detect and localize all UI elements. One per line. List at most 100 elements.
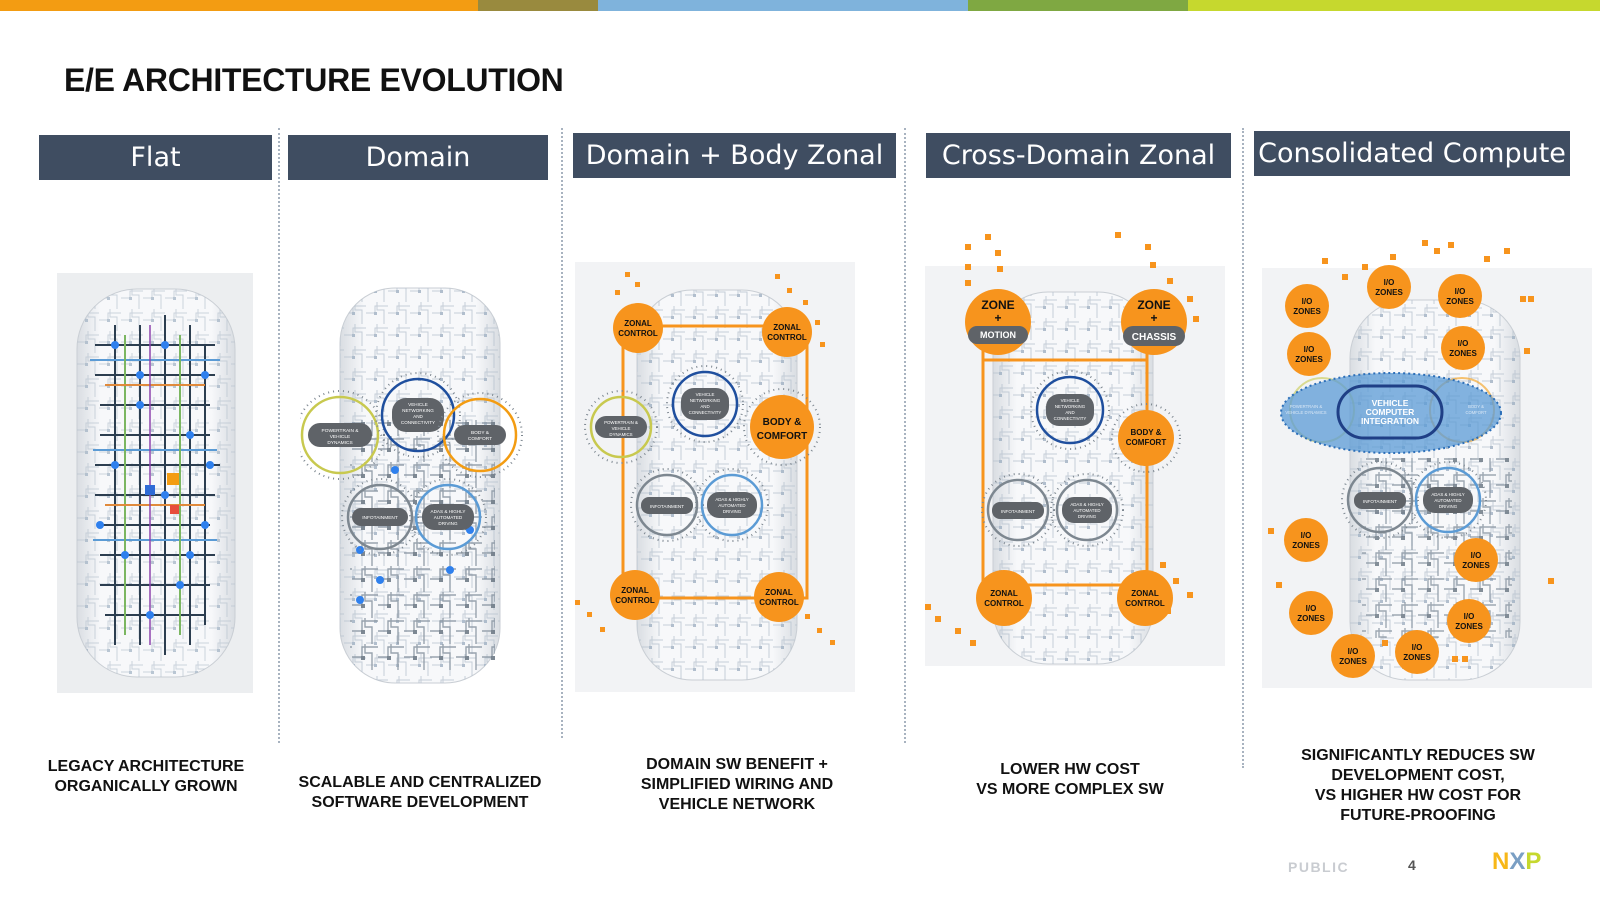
domain-networking-label: VEHICLE: [408, 402, 428, 407]
dbz-powertrain-dots: [584, 390, 658, 464]
domain-adas-pill: [422, 504, 474, 530]
domain-networking-ring: [380, 377, 456, 453]
cc-io-zone: [1441, 326, 1485, 370]
dbz-adas-label: DRIVING: [723, 509, 742, 514]
cc-io-zone: [1447, 599, 1491, 643]
column-separator: [904, 128, 906, 743]
cc-io-zone: [1289, 591, 1333, 635]
color-bar-lime: [1188, 0, 1600, 11]
svg-text:I/O: I/O: [1384, 278, 1395, 287]
caption-line: LOWER HW COST: [1000, 761, 1140, 778]
dbz-powertrain-label: DYNAMICS: [609, 432, 632, 437]
cdz-zonal-control-bl: [976, 570, 1032, 626]
cc-io-zone: [1285, 284, 1329, 328]
color-bar-green: [968, 0, 1188, 11]
cdz-zonal-label: CONTROL: [1125, 599, 1165, 608]
domain-infotainment-label: INFOTAINMENT: [362, 515, 398, 521]
slide-title: E/E ARCHITECTURE EVOLUTION: [64, 62, 564, 98]
domain-infotainment-ring: [346, 483, 414, 551]
cc-io-zone: [1438, 274, 1482, 318]
svg-text:ZONES: ZONES: [1295, 355, 1323, 364]
cc-io-zone: [1331, 634, 1375, 678]
svg-text:I/O: I/O: [1412, 643, 1423, 652]
dbz-body-dots: [743, 388, 821, 466]
column-header-flat: Flat: [39, 135, 272, 180]
cc-io-squares: [1268, 240, 1554, 662]
svg-text:ZONES: ZONES: [1339, 657, 1367, 666]
flat-ecu-blue: [145, 485, 155, 495]
cdz-chassis-pill: [1123, 326, 1185, 346]
cc-io-zone: [1284, 518, 1328, 562]
cdz-car-circuit: [993, 292, 1153, 664]
dbz-body-label: COMFORT: [757, 431, 808, 442]
caption-line: LEGACY ARCHITECTURE: [47, 758, 245, 775]
cdz-zone-label: ZONE: [981, 298, 1014, 312]
nxp-logo: NXP: [1492, 848, 1541, 874]
nxp-logo-text: NXP: [1492, 848, 1541, 874]
dbz-adas-ring: [700, 473, 764, 537]
domain-ecu-nodes: [356, 466, 474, 604]
dbz-zonal-control-bl: [610, 570, 660, 620]
column-header-domain: Domain: [288, 135, 548, 180]
column-header-consolidated-compute: Consolidated Compute: [1254, 131, 1570, 176]
cc-infotainment-pill: [1354, 492, 1406, 509]
column-separator: [278, 128, 280, 743]
svg-text:ZONES: ZONES: [1462, 561, 1490, 570]
cdz-zonal-label: ZONAL: [1131, 589, 1159, 598]
caption-line: FUTURE-PROOFING: [1340, 807, 1496, 824]
domain-body-label: BODY &: [471, 430, 490, 436]
domain-networking-pill: [392, 398, 444, 432]
dbz-powertrain-pill: [595, 416, 647, 438]
domain-dense-wiring: [350, 420, 495, 670]
dbz-zonal-label: ZONAL: [773, 323, 801, 332]
svg-text:ZONES: ZONES: [1449, 349, 1477, 358]
domain-caption: SCALABLE AND CENTRALIZED SOFTWARE DEVELO…: [290, 773, 550, 813]
cdz-zonal-label: CONTROL: [984, 599, 1024, 608]
cc-adas-label: ADAS & HIGHLY: [1431, 492, 1464, 497]
caption-line: SIMPLIFIED WIRING AND: [640, 776, 834, 793]
cdz-infotainment-dots: [981, 473, 1055, 547]
cc-body-label: COMFORT: [1465, 410, 1487, 415]
cc-io-zone: [1395, 630, 1439, 674]
caption-line: SIGNIFICANTLY REDUCES SW: [1301, 747, 1535, 764]
cc-vci-label: INTEGRATION: [1361, 416, 1419, 426]
svg-text:I/O: I/O: [1301, 531, 1312, 540]
flat-car-circuit: [77, 289, 235, 677]
dbz-body-label: BODY &: [763, 417, 802, 428]
domain-networking-label: CONNECTIVITY: [401, 420, 435, 425]
cdz-infotainment-label: INFOTAINMENT: [1001, 509, 1035, 514]
domain-adas-ring: [414, 483, 482, 551]
dbz-adas-label: AUTOMATED: [718, 503, 745, 508]
svg-text:ZONES: ZONES: [1446, 297, 1474, 306]
cc-io-zone: [1287, 332, 1331, 376]
caption-line: SOFTWARE DEVELOPMENT: [311, 794, 529, 811]
domain-body-zonal-car-diagram: POWERTRAIN & VEHICLE DYNAMICS VEHICLE NE…: [575, 262, 855, 692]
caption-line: DOMAIN SW BENEFIT +: [646, 756, 828, 773]
column-header-cross-domain-zonal: Cross-Domain Zonal: [926, 133, 1231, 178]
cc-io-zones: I/O ZONES I/O ZONES I/O ZONES I/O ZONES …: [1284, 265, 1498, 678]
dbz-adas-dots: [695, 468, 769, 542]
domain-infotainment-dots: [341, 478, 419, 556]
caption-line: VEHICLE NETWORK: [658, 796, 816, 813]
domain-adas-label: DRIVING: [438, 521, 458, 526]
svg-text:ZONES: ZONES: [1297, 614, 1325, 623]
dbz-networking-dots: [666, 365, 744, 443]
cc-adas-dots: [1409, 461, 1487, 539]
cross-domain-zonal-car-diagram: VEHICLE NETWORKING AND CONNECTIVITY BODY…: [925, 232, 1225, 666]
caption-line: SCALABLE AND CENTRALIZED: [298, 774, 542, 791]
dbz-io-squares: [575, 272, 835, 645]
cc-vci-ring: [1336, 384, 1444, 440]
svg-text:ZONES: ZONES: [1293, 307, 1321, 316]
cdz-zone-label: ZONE: [1137, 298, 1170, 312]
cdz-chassis-label: CHASSIS: [1132, 332, 1177, 343]
cc-io-zone: [1454, 538, 1498, 582]
cdz-networking-label: AND: [1065, 410, 1074, 415]
cross-domain-zonal-caption: LOWER HW COST VS MORE COMPLEX SW: [940, 760, 1200, 800]
cdz-infotainment-ring: [986, 478, 1050, 542]
cc-body-label: BODY &: [1468, 404, 1484, 409]
svg-text:ZONES: ZONES: [1403, 653, 1431, 662]
caption-line: VS HIGHER HW COST FOR: [1314, 787, 1522, 804]
cdz-networking-label: CONNECTIVITY: [1054, 416, 1087, 421]
dbz-networking-label: VEHICLE: [696, 392, 715, 397]
cc-powertrain-label: VEHICLE DYNAMICS: [1285, 410, 1326, 415]
